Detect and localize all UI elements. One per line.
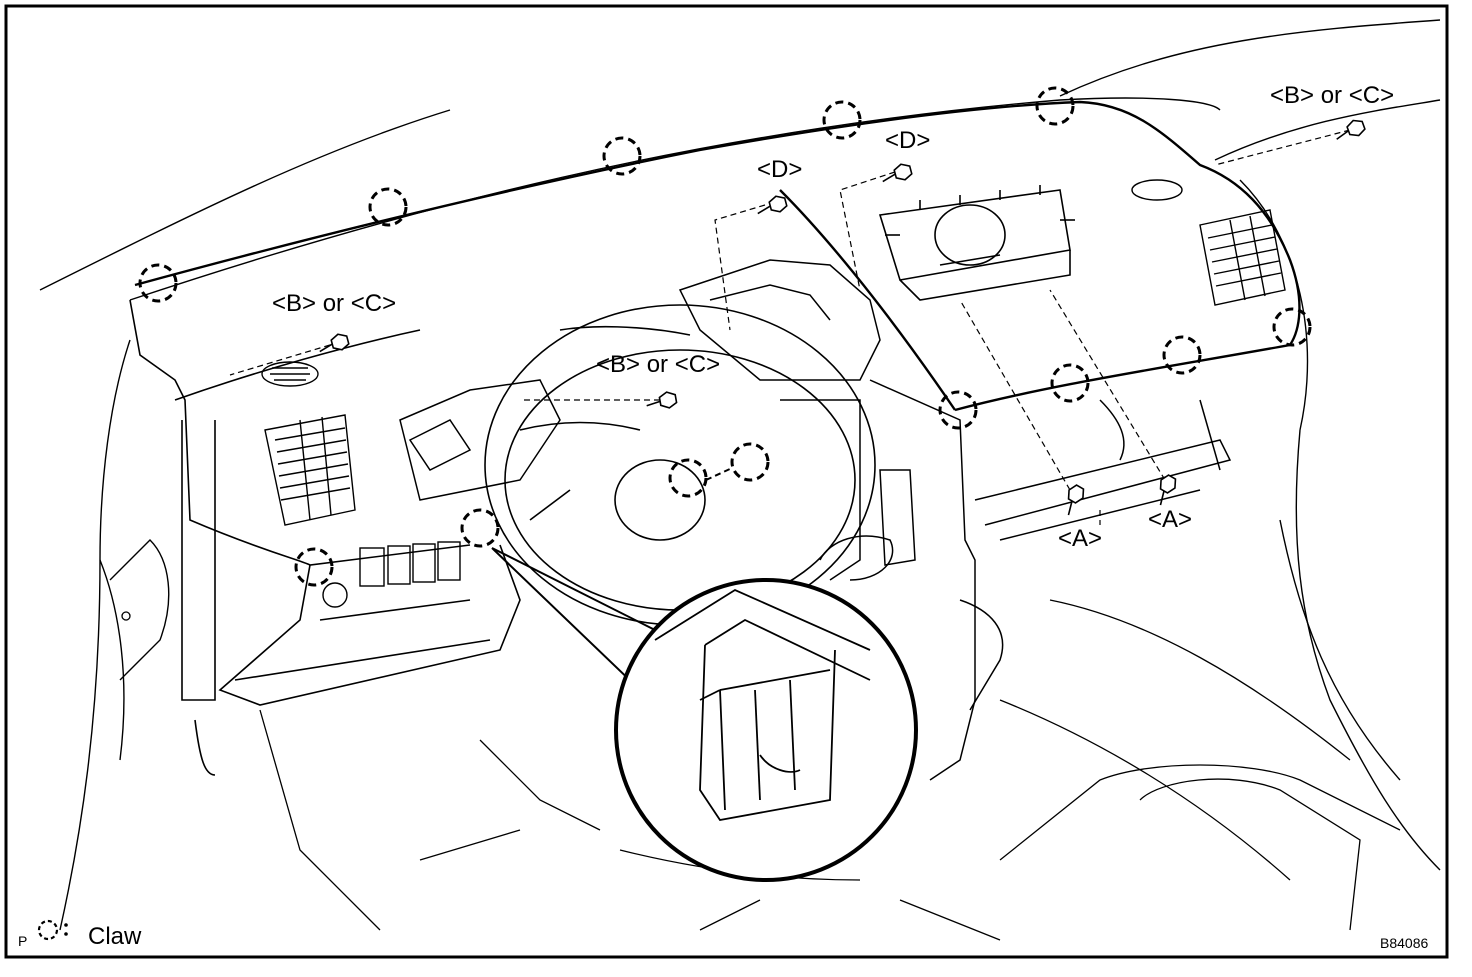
- legend-label: Claw: [88, 923, 142, 950]
- label-d-right: <D>: [885, 127, 930, 154]
- claw-marker: [138, 263, 178, 303]
- detail-callout: [491, 547, 918, 882]
- bolt-icon: [319, 333, 350, 353]
- legend: P Claw: [18, 919, 142, 950]
- instrument-cluster: [399, 259, 881, 501]
- leader-lines: [229, 129, 1351, 525]
- claw-detail: [654, 588, 871, 821]
- bolt-icon: [646, 391, 678, 409]
- floor-and-seat-lines: [121, 599, 1401, 941]
- claw-marker: [1272, 307, 1312, 347]
- label-b-or-c-left: <B> or <C>: [272, 290, 396, 317]
- claw-marker: [730, 442, 770, 482]
- bolt-icon: [757, 195, 788, 215]
- claw-marker: [460, 508, 500, 548]
- dashboard-upper-edge: [134, 100, 1301, 412]
- claw-markers: [138, 86, 1312, 587]
- bolt-icon: [1159, 474, 1177, 506]
- label-a-right: <A>: [1148, 506, 1192, 533]
- claw-legend-icon: [37, 919, 59, 941]
- vehicle-body-lines: [39, 19, 1441, 931]
- claw-marker: [1162, 335, 1202, 375]
- audio-unit: [878, 185, 1075, 301]
- claw-marker: [368, 187, 408, 227]
- bolt-icon: [882, 163, 913, 183]
- claw-marker: [668, 458, 708, 498]
- bolt-icon: [1067, 484, 1085, 516]
- switch-panel: [322, 541, 461, 608]
- center-console: [780, 379, 1232, 781]
- label-b-or-c-center: <B> or <C>: [596, 351, 720, 378]
- bolts: [319, 119, 1366, 516]
- label-b-or-c-top-right: <B> or <C>: [1270, 82, 1394, 109]
- figure-code: B84086: [1380, 935, 1428, 951]
- claw-marker: [822, 100, 862, 140]
- left-air-vent: [261, 361, 356, 526]
- label-d-left: <D>: [757, 156, 802, 183]
- figure-frame: [4, 4, 1449, 959]
- colon-dot: [64, 932, 68, 936]
- claw-marker: [294, 547, 334, 587]
- dashboard-left-body: [129, 299, 521, 776]
- bolt-icon: [1336, 119, 1366, 140]
- claw-marker: [1035, 86, 1075, 126]
- right-air-vent: [1131, 179, 1286, 306]
- legend-prefix: P: [18, 933, 27, 949]
- label-a-left: <A>: [1058, 525, 1102, 552]
- claw-marker: [938, 390, 978, 430]
- colon-dot: [64, 923, 68, 927]
- claw-marker: [602, 136, 642, 176]
- claw-marker: [1050, 363, 1090, 403]
